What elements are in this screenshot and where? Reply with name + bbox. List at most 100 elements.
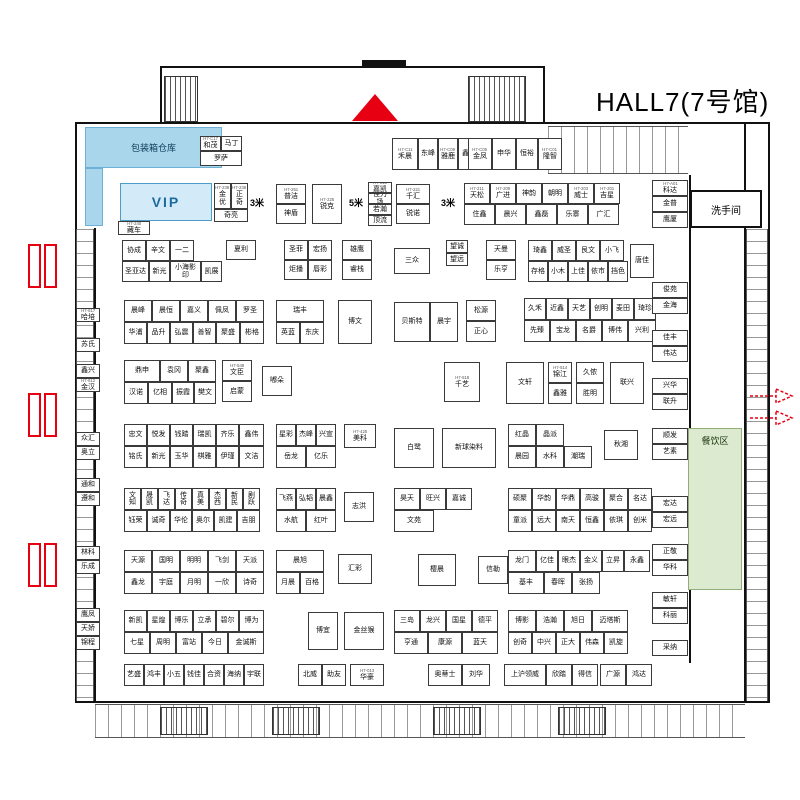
booth[interactable]: 奥立 — [76, 446, 100, 460]
booth[interactable]: 小飞 — [600, 240, 624, 261]
booth[interactable]: 敏轩 — [652, 592, 688, 608]
booth[interactable]: 铭氏 — [124, 446, 147, 468]
booth[interactable]: 上佳 — [568, 261, 588, 282]
booth[interactable]: 兴华 — [652, 378, 688, 394]
booth[interactable]: 博乐 — [170, 610, 193, 632]
booth[interactable]: 鑫兴 — [76, 364, 100, 378]
booth[interactable]: 晨旭 — [276, 550, 324, 572]
booth[interactable]: 晟凯 — [141, 488, 158, 510]
booth[interactable]: 合资 — [204, 664, 224, 686]
booth[interactable]: 乐寨 — [557, 204, 588, 225]
booth[interactable]: 岳龙 — [276, 446, 306, 468]
booth[interactable]: 国星 — [446, 610, 472, 632]
booth[interactable]: 旺兴 — [420, 488, 446, 510]
booth[interactable]: 锦程 — [76, 636, 100, 650]
booth[interactable]: 众汇 — [76, 432, 100, 446]
booth[interactable]: 苏氏 — [76, 338, 100, 352]
booth[interactable]: 晨峰 — [124, 300, 152, 322]
booth[interactable]: 凯展 — [201, 261, 222, 282]
booth[interactable]: 海纳 — [224, 664, 244, 686]
booth[interactable]: 北威 — [298, 664, 322, 686]
booth[interactable]: 罗圣 — [236, 300, 264, 322]
booth[interactable]: 碧尔 — [216, 610, 239, 632]
booth[interactable]: 博宜 — [308, 612, 338, 650]
booth[interactable]: 正敬 — [652, 544, 688, 560]
booth[interactable]: 晨宇 — [430, 302, 458, 342]
booth[interactable]: 童派 — [508, 510, 532, 532]
booth[interactable]: 唇彩 — [308, 260, 332, 280]
booth[interactable]: 春晖 — [544, 572, 572, 594]
booth[interactable]: 金丝猴 — [344, 612, 384, 650]
booth[interactable]: 红叶 — [306, 510, 336, 532]
booth[interactable]: 乐亨 — [486, 260, 516, 280]
booth[interactable]: 华韵 — [532, 488, 556, 510]
booth[interactable]: 晨园 — [508, 446, 536, 468]
booth[interactable]: 朝明 — [542, 183, 568, 204]
booth[interactable]: 奥蒂士 — [428, 664, 462, 686]
booth[interactable]: 佳力场 — [368, 193, 392, 204]
booth[interactable]: 悦发 — [147, 424, 170, 446]
booth[interactable]: 艮文 — [576, 240, 600, 261]
booth[interactable]: 晨兴 — [495, 204, 526, 225]
booth[interactable]: 飞燕 — [276, 488, 296, 510]
booth[interactable]: 文洁 — [239, 446, 264, 468]
booth[interactable]: 俊苑 — [652, 282, 688, 298]
booth[interactable]: 伟达 — [652, 346, 688, 362]
booth[interactable]: 晶派 — [536, 424, 564, 446]
booth[interactable]: 宇联 — [244, 664, 264, 686]
booth[interactable]: 眼杰 — [558, 550, 580, 572]
booth[interactable]: 辛文 — [146, 240, 170, 261]
booth[interactable]: 天曼 — [486, 240, 516, 260]
booth[interactable]: 亿相 — [148, 382, 172, 404]
booth[interactable]: 恒鑫 — [580, 510, 604, 532]
booth[interactable]: 国明 — [152, 550, 180, 572]
booth[interactable]: 圣菲 — [284, 240, 308, 260]
booth[interactable]: 广源 — [600, 664, 626, 686]
booth[interactable]: 贝斯特 — [394, 302, 430, 342]
booth[interactable]: 东峰 — [418, 138, 438, 170]
booth[interactable]: 富站 — [176, 632, 202, 654]
booth[interactable]: 顶流 — [368, 215, 392, 226]
booth[interactable]: 林科 — [76, 546, 100, 560]
booth[interactable]: 松源 — [466, 300, 496, 321]
booth[interactable]: 鑫伟 — [239, 424, 264, 446]
booth[interactable]: 若瀚 — [368, 204, 392, 215]
booth[interactable]: 亿乐 — [306, 446, 336, 468]
booth[interactable]: 创米 — [628, 510, 652, 532]
booth[interactable]: 华科 — [652, 560, 688, 576]
booth[interactable]: 先臻 — [524, 320, 550, 342]
booth[interactable]: 立承 — [193, 610, 216, 632]
booth[interactable]: 棋雅 — [193, 446, 216, 468]
booth[interactable]: 明明 — [180, 550, 208, 572]
booth[interactable]: 红晶 — [508, 424, 536, 446]
booth[interactable]: 亨通 — [394, 632, 428, 654]
booth[interactable]: 忠文 — [124, 424, 147, 446]
booth[interactable]: 星彩 — [276, 424, 296, 446]
booth[interactable]: 申华 — [492, 138, 516, 170]
booth[interactable]: 启蒙 — [222, 381, 252, 402]
booth[interactable]: 新光 — [149, 261, 170, 282]
booth[interactable]: 雄鹰 — [342, 240, 372, 260]
booth[interactable]: 鑫磊 — [526, 204, 557, 225]
booth[interactable]: 伊瑾 — [216, 446, 239, 468]
booth[interactable]: 吉朋 — [237, 510, 260, 532]
booth[interactable]: 飞达 — [158, 488, 175, 510]
booth[interactable]: 晨鑫 — [316, 488, 336, 510]
booth[interactable]: 夏利 — [226, 240, 256, 260]
booth[interactable]: 水航 — [276, 510, 306, 532]
booth[interactable]: 樱晨 — [418, 554, 456, 586]
booth[interactable]: 亿佳 — [536, 550, 558, 572]
booth[interactable]: 上沪领威 — [504, 664, 546, 686]
booth[interactable]: 凯旋 — [604, 632, 628, 654]
